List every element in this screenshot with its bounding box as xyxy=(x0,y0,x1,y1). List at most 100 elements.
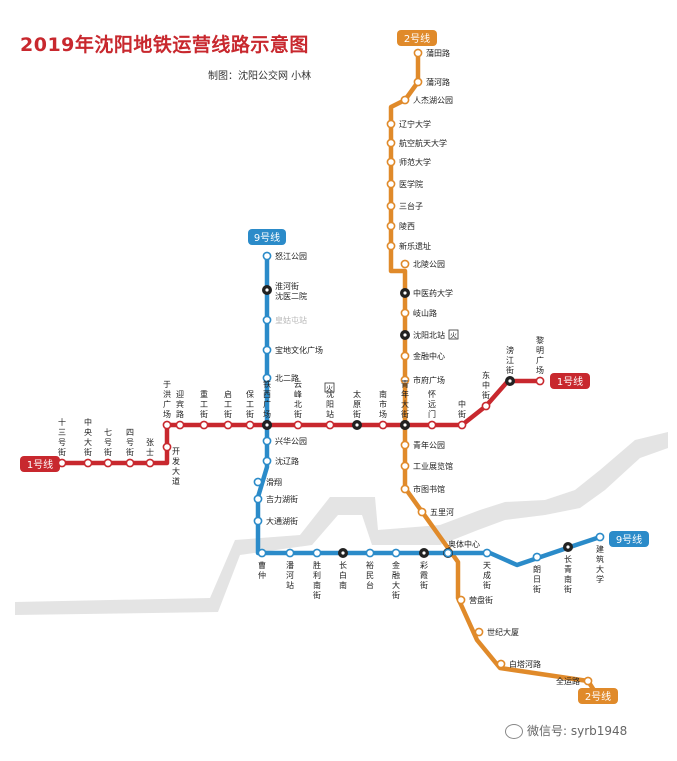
station-marker[interactable] xyxy=(386,138,396,148)
station-label: 兴华公园 xyxy=(275,436,307,446)
station-marker[interactable] xyxy=(417,507,427,517)
station-marker[interactable] xyxy=(532,552,542,562)
station-marker[interactable] xyxy=(391,548,401,558)
station-marker[interactable] xyxy=(583,676,593,686)
station-marker[interactable] xyxy=(253,516,263,526)
station-marker[interactable] xyxy=(400,484,410,494)
station-label: 淮河街沈医二院 xyxy=(275,281,307,301)
station-marker[interactable] xyxy=(400,308,410,318)
station-marker[interactable] xyxy=(413,77,423,87)
station-label-char: 青 xyxy=(564,564,572,574)
station-marker[interactable] xyxy=(253,494,263,504)
station-marker[interactable] xyxy=(496,659,506,669)
station-label-char: 街 xyxy=(313,590,321,600)
station-marker[interactable] xyxy=(293,420,303,430)
station-marker[interactable] xyxy=(443,548,453,558)
station-marker[interactable] xyxy=(595,532,605,542)
station-marker[interactable] xyxy=(245,420,255,430)
wechat-icon xyxy=(505,724,523,739)
station-label-char: 白 xyxy=(339,570,347,580)
station-label-char: 江 xyxy=(506,356,514,365)
station-marker[interactable] xyxy=(474,627,484,637)
transfer-station-dot xyxy=(403,333,407,337)
station-marker[interactable] xyxy=(262,456,272,466)
station-marker[interactable] xyxy=(262,436,272,446)
station-label: 营盘街 xyxy=(469,595,493,605)
station-marker[interactable] xyxy=(145,458,155,468)
station-marker[interactable] xyxy=(83,458,93,468)
station-marker[interactable] xyxy=(378,420,388,430)
station-label-char: 保 xyxy=(246,389,254,399)
station-marker[interactable] xyxy=(365,548,375,558)
station-marker[interactable] xyxy=(285,548,295,558)
station-marker[interactable] xyxy=(125,458,135,468)
station-marker[interactable] xyxy=(413,48,423,58)
station-label-char: 七 xyxy=(104,428,112,437)
station-marker[interactable] xyxy=(400,95,410,105)
station-label-char: 启 xyxy=(224,389,232,399)
station-label: 师范大学 xyxy=(399,157,431,167)
station-label-char: 长 xyxy=(564,554,572,564)
station-marker[interactable] xyxy=(400,375,410,385)
station-marker[interactable] xyxy=(253,477,263,487)
station-marker[interactable] xyxy=(457,420,467,430)
wechat-watermark: 微信号: syrb1948 xyxy=(505,722,627,739)
svg-text:2号线: 2号线 xyxy=(585,690,611,703)
station-marker[interactable] xyxy=(386,221,396,231)
station-label-char: 融 xyxy=(392,570,400,580)
station-marker[interactable] xyxy=(427,420,437,430)
station-marker[interactable] xyxy=(535,376,545,386)
station-label-char: 洪 xyxy=(163,389,171,399)
station-marker[interactable] xyxy=(456,595,466,605)
station-label-char: 沈 xyxy=(326,389,334,399)
station-marker[interactable] xyxy=(57,458,67,468)
station-marker[interactable] xyxy=(262,345,272,355)
station-label-char: 场 xyxy=(263,410,271,419)
station-marker[interactable] xyxy=(400,440,410,450)
station-marker[interactable] xyxy=(386,241,396,251)
station-marker[interactable] xyxy=(162,442,172,452)
station-label-char: 街 xyxy=(246,409,254,419)
transfer-station-dot xyxy=(403,423,407,427)
station-label-char: 峰 xyxy=(294,389,302,399)
station-label-char: 大 xyxy=(392,580,400,590)
station-label: 北陵公园 xyxy=(413,260,445,269)
station-label: 大通湖街 xyxy=(266,516,298,526)
station-label-char: 远 xyxy=(428,400,436,409)
station-marker[interactable] xyxy=(175,420,185,430)
station-marker[interactable] xyxy=(400,351,410,361)
station-label-char: 中 xyxy=(482,380,490,390)
station-marker[interactable] xyxy=(223,420,233,430)
station-marker[interactable] xyxy=(386,157,396,167)
station-marker[interactable] xyxy=(325,420,335,430)
station-label: 五里河 xyxy=(430,507,454,517)
station-marker[interactable] xyxy=(386,179,396,189)
line2-badge-bottom: 2号线 xyxy=(578,688,618,704)
station-label-char: 北 xyxy=(294,400,302,409)
station-label: 岐山路 xyxy=(413,308,437,318)
railway-station-icon: 火 xyxy=(324,382,335,393)
station-marker[interactable] xyxy=(262,373,272,383)
station-label-char: 霞 xyxy=(420,571,428,580)
station-marker[interactable] xyxy=(262,315,272,325)
station-marker[interactable] xyxy=(199,420,209,430)
station-label-char: 发 xyxy=(172,456,180,466)
station-marker[interactable] xyxy=(103,458,113,468)
station-marker[interactable] xyxy=(312,548,322,558)
station-label-char: 工 xyxy=(224,400,232,409)
watermark-text: 微信号: syrb1948 xyxy=(527,724,628,738)
station-marker[interactable] xyxy=(482,548,492,558)
station-marker[interactable] xyxy=(162,420,172,430)
station-marker[interactable] xyxy=(386,119,396,129)
station-marker[interactable] xyxy=(481,401,491,411)
station-label-char: 站 xyxy=(286,580,294,590)
station-label-char: 台 xyxy=(366,580,374,590)
station-marker[interactable] xyxy=(400,259,410,269)
line2-badge-top: 2号线 xyxy=(397,30,437,46)
station-marker[interactable] xyxy=(257,548,267,558)
station-marker[interactable] xyxy=(262,251,272,261)
station-marker[interactable] xyxy=(386,201,396,211)
station-marker[interactable] xyxy=(400,461,410,471)
station-label-char: 东 xyxy=(482,370,490,380)
station-label-char: 仲 xyxy=(258,570,266,580)
